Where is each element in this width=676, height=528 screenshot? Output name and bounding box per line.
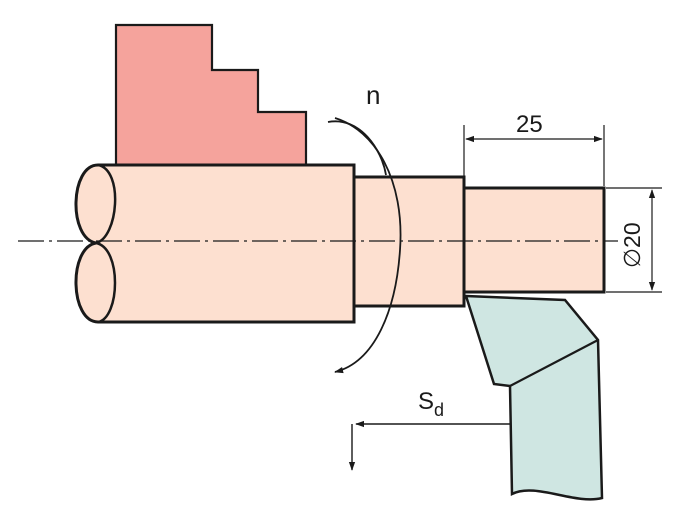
break-line (95, 163, 117, 324)
cutting-tool-edge (509, 339, 599, 387)
chuck-jaw (114, 23, 308, 167)
rotation-arrow-front (334, 117, 402, 374)
rotation-arrow-back (327, 120, 387, 176)
workpiece-stock (74, 163, 356, 324)
workpiece-turned-end (462, 186, 606, 294)
diameter-label: ∅20 (619, 222, 645, 268)
feed-label: Sd (418, 388, 444, 420)
rotation-label: n (366, 80, 380, 110)
length-label: 25 (516, 111, 543, 138)
cutting-tool (464, 294, 604, 501)
